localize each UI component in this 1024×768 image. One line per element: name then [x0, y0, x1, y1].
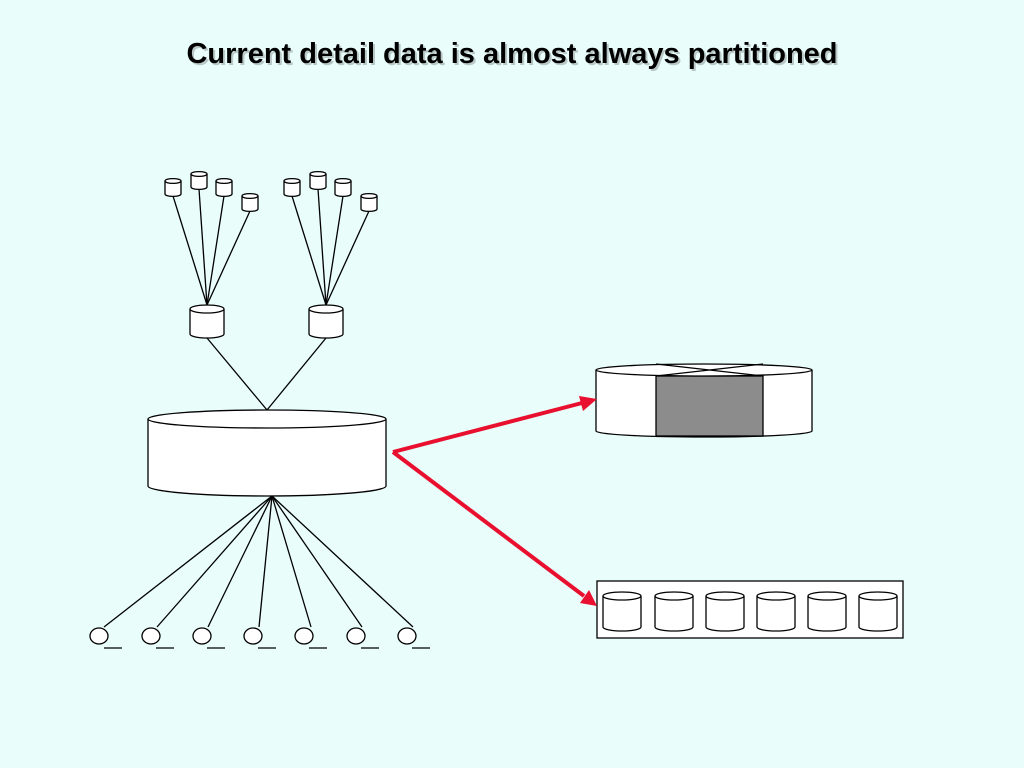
- small-cylinder: [215, 177, 233, 198]
- partition-cylinder: [705, 591, 745, 632]
- source-cylinder-group-left: [164, 170, 259, 213]
- terminal-node: [397, 627, 430, 649]
- partitioned-disk: [595, 363, 813, 438]
- small-cylinder: [241, 192, 259, 213]
- connector-lines-right: [291, 188, 370, 306]
- partitioned-storage-container: [596, 580, 904, 639]
- terminal-node: [346, 627, 379, 649]
- medium-cylinder-right: [308, 304, 344, 339]
- partition-cylinder: [756, 591, 796, 632]
- partition-segment-highlight: [655, 375, 764, 437]
- terminal-node: [89, 627, 122, 649]
- source-cylinder-group-right: [283, 170, 378, 213]
- terminal-nodes: [89, 627, 430, 649]
- small-cylinder: [190, 170, 208, 191]
- partition-cylinder: [807, 591, 847, 632]
- small-cylinder: [164, 177, 182, 198]
- partition-cylinder: [858, 591, 898, 632]
- medium-cylinder-left: [189, 304, 225, 339]
- terminal-node: [141, 627, 174, 649]
- main-cylinder: [147, 409, 387, 497]
- small-cylinder: [360, 192, 378, 213]
- partition-arrows: [391, 396, 597, 606]
- terminal-node: [294, 627, 327, 649]
- partition-cylinder: [654, 591, 694, 632]
- arrow-to-storage-container: [391, 450, 597, 606]
- small-cylinder: [283, 177, 301, 198]
- arrow-to-partitioned-disk: [392, 396, 597, 454]
- partition-cylinder: [602, 591, 642, 632]
- connector-lines-to-main: [206, 337, 327, 411]
- terminal-node: [243, 627, 276, 649]
- small-cylinder: [334, 177, 352, 198]
- connector-lines-bottom: [103, 495, 414, 628]
- connector-lines-left: [172, 188, 251, 306]
- terminal-node: [192, 627, 225, 649]
- slide-title: Current detail data is almost always par…: [186, 38, 838, 70]
- small-cylinder: [309, 170, 327, 191]
